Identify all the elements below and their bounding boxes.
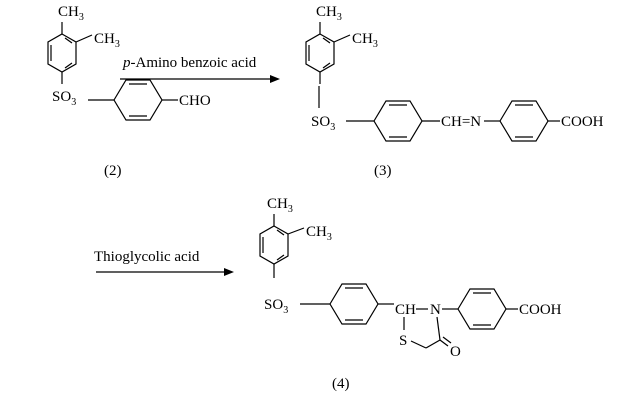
c4-sulfur: S [399, 333, 407, 349]
compound-2: CH3 CH3 SO3 CHO (2) [47, 4, 211, 179]
c2-toluene-ring [47, 22, 93, 84]
c2-benzaldehyde-ring [113, 79, 178, 121]
c4-sulfonyl: SO3 [264, 297, 288, 316]
c3-label: (3) [374, 163, 392, 179]
arrow-2-reagent: Thioglycolic acid [94, 249, 200, 265]
c4-toluene-ring [259, 214, 305, 278]
c3-acid-ring [499, 100, 560, 142]
c4-central-ring [329, 283, 394, 325]
c4-label: (4) [332, 376, 350, 392]
c4-thiazolidinone-ring: CH N S O [395, 302, 461, 360]
c3-central-ring [373, 100, 440, 142]
arrow-1-reagent: p-Amino benzoic acid [122, 55, 257, 71]
compound-4: CH3 CH3 SO3 CH N S [259, 196, 562, 392]
c4-carbonyl-oxygen: O [450, 344, 461, 360]
c4-methyl-side: CH3 [306, 224, 332, 243]
c4-ch-group: CH [395, 302, 416, 318]
c4-carboxylic-acid: COOH [519, 302, 562, 318]
c3-toluene-ring [305, 22, 351, 84]
c4-methyl-top: CH3 [267, 196, 293, 215]
arrow-2: Thioglycolic acid [94, 249, 234, 276]
c3-imine: CH=N [441, 114, 481, 130]
c3-carboxylic-acid: COOH [561, 114, 604, 130]
c4-nitrogen: N [430, 302, 441, 318]
arrow-2-head [224, 268, 234, 276]
arrow-1-head [270, 75, 280, 83]
c3-methyl-top: CH3 [316, 4, 342, 23]
c4-acid-ring [457, 288, 518, 330]
c2-methyl-top: CH3 [58, 4, 84, 23]
c2-methyl-side: CH3 [94, 31, 120, 50]
c3-methyl-side: CH3 [352, 31, 378, 50]
c2-sulfonyl: SO3 [52, 89, 76, 108]
compound-3: CH3 CH3 SO3 CH=N COOH (3) [305, 4, 604, 179]
c2-label: (2) [104, 163, 122, 179]
c2-aldehyde: CHO [179, 93, 211, 109]
c3-sulfonyl: SO3 [311, 114, 335, 133]
arrow-1: p-Amino benzoic acid [120, 55, 280, 83]
